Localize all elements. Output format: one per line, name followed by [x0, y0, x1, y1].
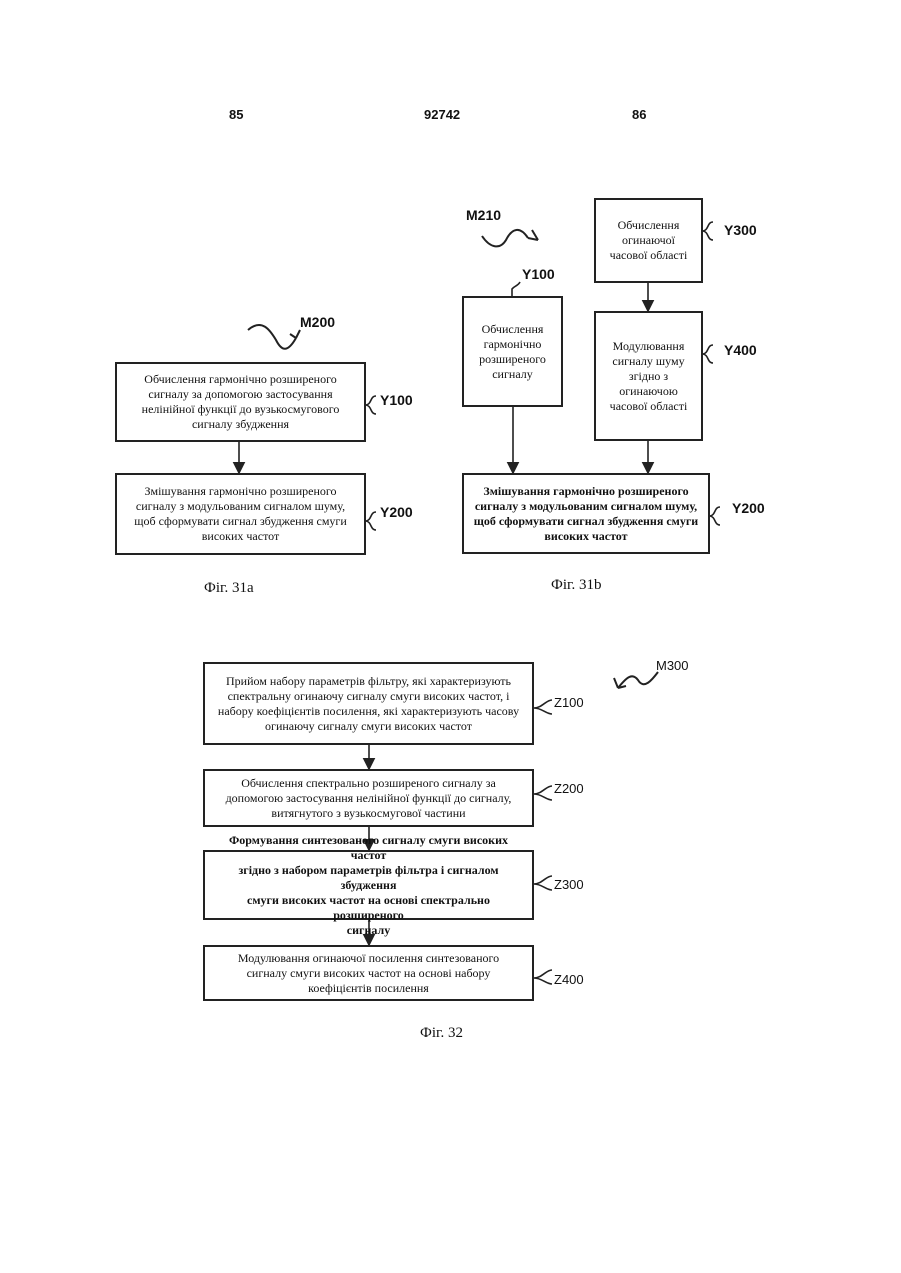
ref-label-y100-31b: Y100 [522, 266, 555, 282]
y300-leader [703, 222, 713, 240]
method-label-m210: M210 [466, 207, 501, 223]
y200-leader-31a [366, 512, 376, 530]
m200-squiggle-arrow [290, 330, 300, 338]
m200-squiggle [248, 325, 296, 349]
ref-label-z300: Z300 [554, 877, 584, 892]
step-box-y100-31b: Обчислення гармонічно розширеного сигнал… [462, 296, 563, 407]
z200-leader [534, 786, 552, 800]
y100-leader-31a [366, 396, 376, 414]
step-box-y300: Обчислення огинаючої часової області [594, 198, 703, 283]
step-box-z200: Обчислення спектрально розширеного сигна… [203, 769, 534, 827]
z300-leader [534, 876, 552, 890]
ref-label-y200-31b: Y200 [732, 500, 765, 516]
ref-label-y200-31a: Y200 [380, 504, 413, 520]
step-box-y100-31a: Обчислення гармонічно розширеного сигнал… [115, 362, 366, 442]
method-label-m200: M200 [300, 314, 335, 330]
y100-leader-31b [512, 282, 520, 296]
figure-caption-32: Фіг. 32 [420, 1025, 463, 1042]
method-label-m300: M300 [656, 658, 689, 673]
ref-label-z200: Z200 [554, 781, 584, 796]
y200-leader-31b [710, 507, 720, 525]
ref-label-z400: Z400 [554, 972, 584, 987]
step-box-z300: Формування синтезованого сигналу смуги в… [203, 850, 534, 920]
ref-label-y400: Y400 [724, 342, 757, 358]
ref-label-z100: Z100 [554, 695, 584, 710]
m300-squiggle-arrow [614, 678, 626, 688]
step-box-y400: Модулювання сигналу шуму згідно з огинаю… [594, 311, 703, 441]
ref-label-y100-31a: Y100 [380, 392, 413, 408]
y400-leader [703, 345, 713, 363]
step-box-y200-31b: Змішування гармонічно розширеного сигнал… [462, 473, 710, 554]
figure-caption-31a: Фіг. 31a [204, 580, 254, 597]
step-box-z100: Прийом набору параметрів фільтру, які ха… [203, 662, 534, 745]
ref-label-y300: Y300 [724, 222, 757, 238]
z400-leader [534, 970, 552, 984]
step-box-y200-31a: Змішування гармонічно розширеного сигнал… [115, 473, 366, 555]
m210-squiggle-arrow [528, 230, 538, 240]
figure-caption-31b: Фіг. 31b [551, 577, 601, 594]
m210-squiggle [482, 230, 528, 246]
z100-leader [534, 700, 552, 714]
step-box-z400: Модулювання огинаючої посилення синтезов… [203, 945, 534, 1001]
